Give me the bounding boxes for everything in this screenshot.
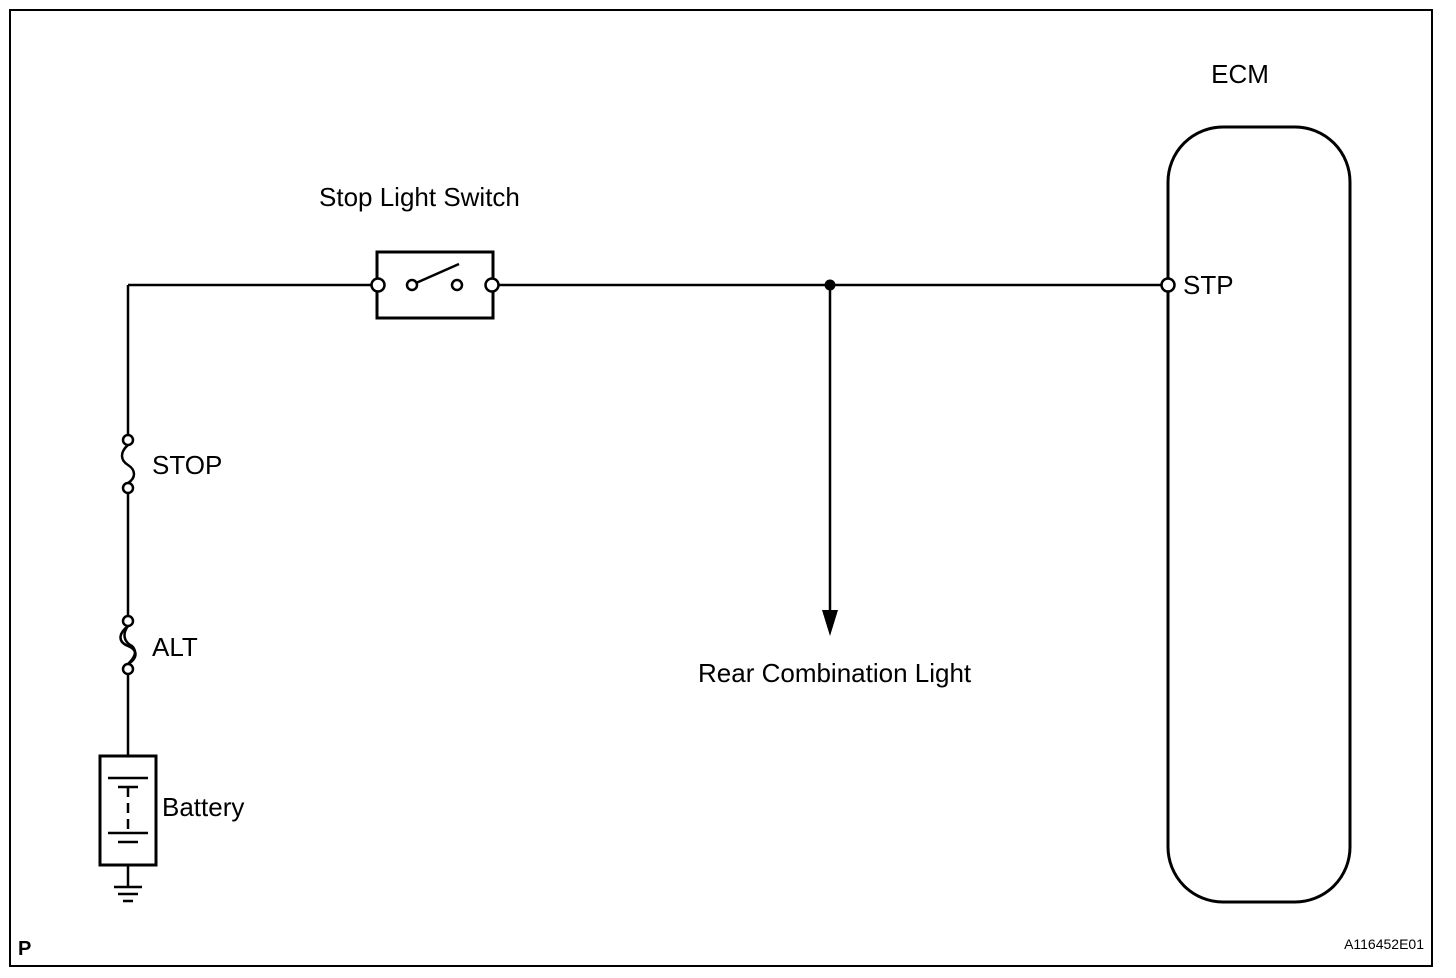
stop-fuse-terminal-bottom [121, 481, 135, 495]
alt-fuse-terminal-bottom [121, 662, 135, 676]
switch-contact-right [450, 278, 464, 292]
diagram-frame [9, 9, 1433, 967]
switch-terminal-left [370, 277, 386, 293]
arrow-down-icon [822, 610, 838, 636]
alt-fuse-label: ALT [152, 632, 198, 662]
stop-light-switch-box [375, 250, 495, 320]
switch-contact-arm [415, 262, 460, 285]
alt-fuse-terminal-top [121, 614, 135, 628]
figure-id: A116452E01 [1344, 936, 1424, 952]
ecm-block [1166, 125, 1352, 904]
stop-fuse-label: STOP [152, 450, 222, 480]
rear-combination-light-label: Rear Combination Light [698, 658, 972, 688]
stp-label: STP [1183, 270, 1234, 300]
stop-fuse-terminal-top [121, 433, 135, 447]
switch-terminal-right [484, 277, 500, 293]
corner-code: P [18, 938, 31, 960]
stop-fuse-icon [120, 444, 136, 485]
stop-light-switch-label: Stop Light Switch [319, 182, 520, 212]
switch-contact-left [405, 278, 419, 292]
ground-icon [114, 885, 142, 903]
ecm-label: ECM [1211, 59, 1269, 89]
alt-fuse-icon-inner [123, 625, 137, 665]
stp-terminal [1160, 277, 1176, 293]
battery-label: Battery [162, 792, 244, 822]
